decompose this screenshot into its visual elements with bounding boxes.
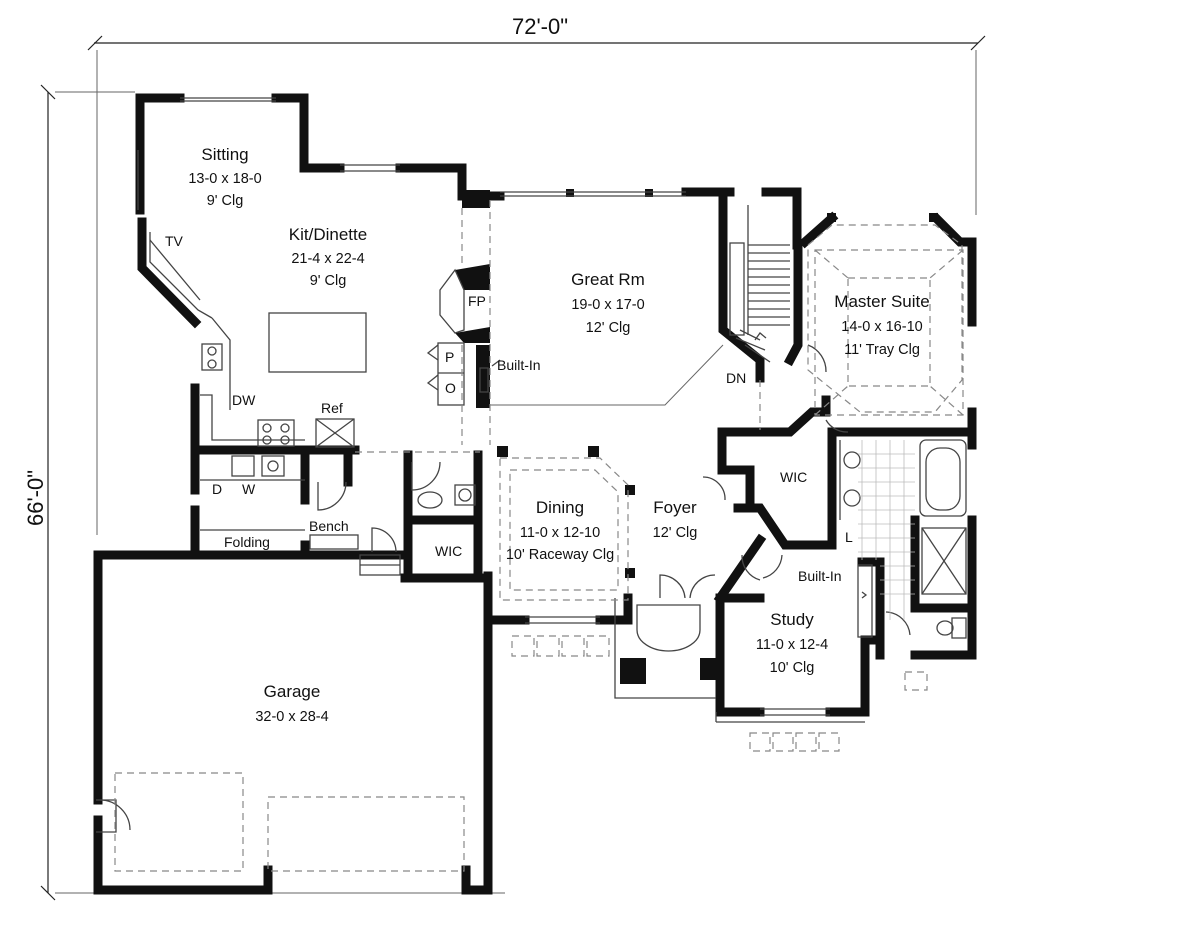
room-great: Great Rm 19-0 x 17-0 12' Clg — [571, 270, 645, 336]
room-garage: Garage 32-0 x 28-4 — [255, 682, 328, 725]
room-foyer: Foyer 12' Clg — [653, 498, 698, 541]
master-name: Master Suite — [834, 292, 929, 311]
tv-label: TV — [165, 233, 184, 249]
bench-label: Bench — [309, 518, 349, 534]
refrigerator-label: Ref — [321, 400, 343, 416]
great-size: 19-0 x 17-0 — [571, 297, 644, 313]
interior-walls — [195, 190, 977, 645]
depth-label: 66'-0" — [23, 470, 48, 526]
fixture-labels: TV FP P O Built-In DN DW Ref D W Folding… — [165, 233, 853, 584]
linen-label: L — [845, 529, 853, 545]
kitchen-name: Kit/Dinette — [289, 225, 367, 244]
garage-size: 32-0 x 28-4 — [255, 709, 328, 725]
study-name: Study — [770, 610, 814, 629]
dining-ceiling: 10' Raceway Clg — [506, 547, 614, 563]
fireplace-label: FP — [468, 293, 486, 309]
width-dimension: 72'-0" — [87, 14, 986, 535]
study-size: 11-0 x 12-4 — [756, 637, 828, 653]
sitting-ceiling: 9' Clg — [207, 193, 244, 209]
master-ceiling: 11' Tray Clg — [844, 342, 920, 358]
pantry-label: P — [445, 349, 454, 365]
room-kitchen: Kit/Dinette 21-4 x 22-4 9' Clg — [289, 225, 367, 289]
sitting-name: Sitting — [201, 145, 248, 164]
room-study: Study 11-0 x 12-4 10' Clg — [756, 610, 828, 676]
garage-name: Garage — [264, 682, 321, 701]
width-label: 72'-0" — [512, 14, 568, 39]
dishwasher-label: DW — [232, 392, 256, 408]
sitting-size: 13-0 x 18-0 — [188, 171, 261, 187]
builtin-study-label: Built-In — [798, 568, 842, 584]
dining-name: Dining — [536, 498, 584, 517]
builtin-great-label: Built-In — [497, 357, 541, 373]
down-stair-label: DN — [726, 370, 746, 386]
study-ceiling: 10' Clg — [770, 660, 815, 676]
exterior-walls — [93, 93, 977, 895]
o-label: O — [445, 380, 456, 396]
foyer-name: Foyer — [653, 498, 697, 517]
washer-label: W — [242, 481, 256, 497]
mud-wic-label: WIC — [435, 543, 462, 559]
foyer-ceiling: 12' Clg — [653, 525, 698, 541]
master-wic-label: WIC — [780, 469, 807, 485]
room-dining: Dining 11-0 x 12-10 10' Raceway Clg — [506, 498, 614, 563]
dashed-lines — [355, 200, 964, 752]
dining-size: 11-0 x 12-10 — [520, 525, 600, 541]
dryer-label: D — [212, 481, 222, 497]
depth-dimension: 66'-0" — [23, 84, 505, 901]
great-ceiling: 12' Clg — [586, 320, 631, 336]
great-name: Great Rm — [571, 270, 645, 289]
kitchen-size: 21-4 x 22-4 — [291, 251, 364, 267]
bath-tile-grid — [858, 440, 915, 620]
fine-details — [96, 97, 967, 872]
kitchen-ceiling: 9' Clg — [310, 273, 347, 289]
folding-label: Folding — [224, 534, 270, 550]
master-size: 14-0 x 16-10 — [841, 319, 922, 335]
room-master: Master Suite 14-0 x 16-10 11' Tray Clg — [834, 292, 929, 358]
room-sitting: Sitting 13-0 x 18-0 9' Clg — [188, 145, 261, 209]
